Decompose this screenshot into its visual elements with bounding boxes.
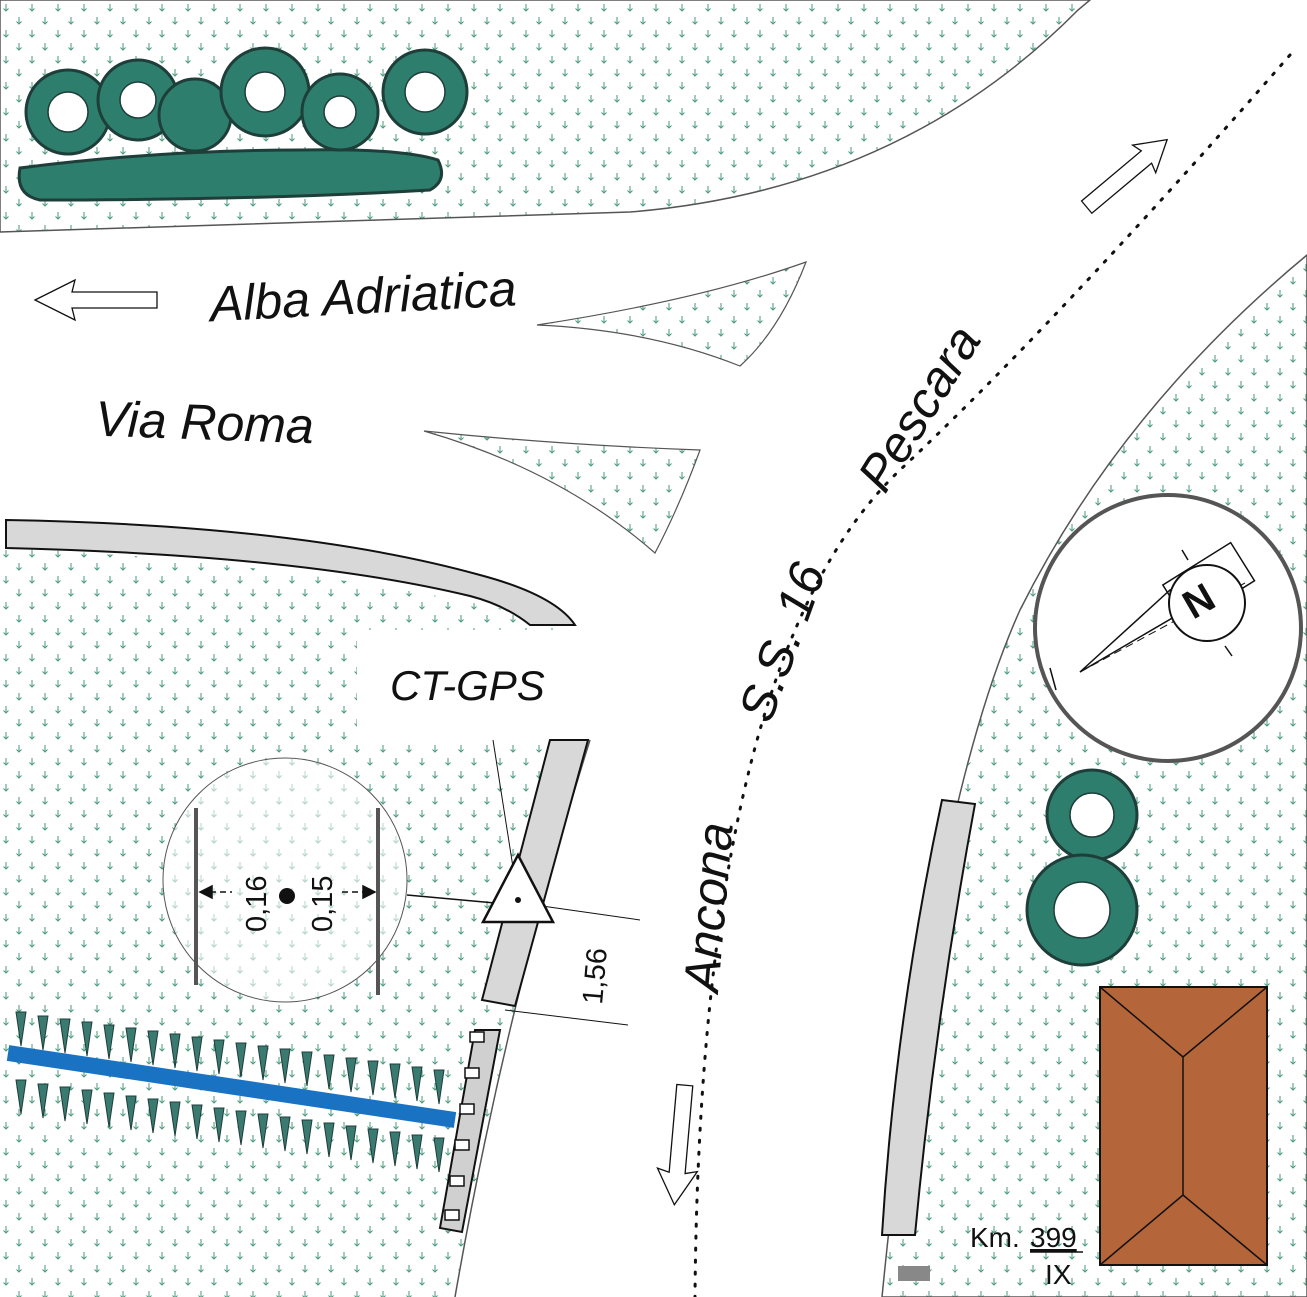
hedge-bar — [17, 148, 444, 202]
river — [6, 1045, 457, 1128]
survey-point — [279, 888, 295, 904]
label-box — [357, 630, 597, 740]
label-via-roma: Via Roma — [94, 391, 314, 455]
road-centerline — [693, 53, 1292, 1297]
distance-label-156: 1,56 — [577, 947, 614, 1006]
distance-label-016: 0,16 — [241, 876, 273, 932]
label-pescara: Pescara — [847, 316, 992, 501]
traffic-island-lower — [423, 430, 701, 554]
traffic-island-upper — [536, 260, 808, 367]
compass: N — [1033, 493, 1303, 763]
building — [1099, 986, 1268, 1266]
bushes-east — [1025, 768, 1139, 967]
direction-arrows — [33, 138, 1169, 1207]
km-stone — [898, 1266, 930, 1281]
arrow-south — [656, 1083, 699, 1207]
sidewalk-ss16-east — [880, 798, 977, 1236]
river-fence — [6, 1011, 502, 1234]
arrow-northeast — [1080, 138, 1169, 215]
fence-spikes — [15, 1011, 445, 1173]
sidewalks — [5, 518, 977, 1236]
sidewalk-via-roma — [5, 518, 577, 626]
label-ct-gps: CT-GPS — [390, 662, 545, 709]
hedge-north — [17, 46, 469, 202]
detail-lens: 0,16 0,15 — [162, 757, 496, 1003]
km-prefix: Km. — [970, 1222, 1020, 1253]
km-roman: IX — [1045, 1259, 1072, 1290]
gps-marker — [480, 852, 556, 924]
distance-label-015: 0,15 — [307, 876, 339, 932]
km-value: 399 — [1030, 1222, 1077, 1253]
arrow-west — [33, 278, 158, 322]
measure-lines — [492, 739, 641, 1026]
label-alba-adriatica: Alba Adriatica — [206, 260, 518, 332]
label-ancona: Ancona — [673, 820, 744, 997]
label-ss16: S.S. 16 — [728, 555, 837, 728]
